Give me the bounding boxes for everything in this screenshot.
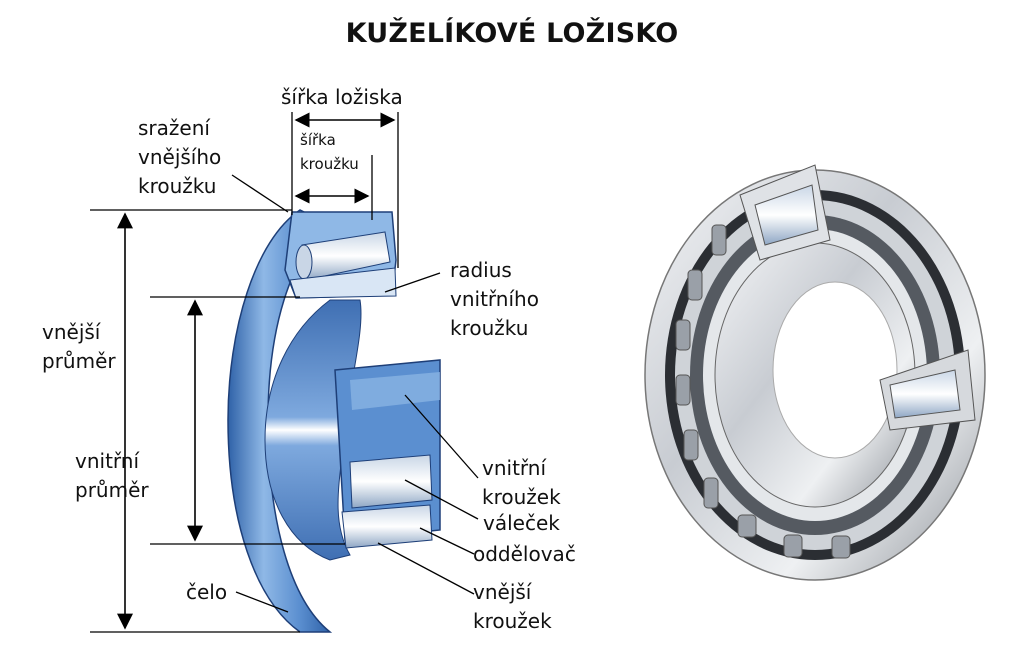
bearing-width-label: šířka ložiska (281, 85, 403, 109)
ring-width-label: šířka kroužku (300, 131, 359, 173)
outer-ring-chamfer-label: sražení vnějšího kroužku (138, 116, 222, 198)
inner-diameter-label: vnitřní průměr (75, 449, 149, 502)
diagram-title: KUŽELÍKOVÉ LOŽISKO (345, 18, 679, 49)
inner-ring-label: vnitřní kroužek (482, 456, 561, 509)
outer-ring-label: vnější kroužek (473, 580, 552, 633)
inner-ring-radius-label: radius vnitřního kroužku (450, 258, 539, 340)
roller-label: váleček (483, 511, 560, 535)
outer-ring-shape (227, 209, 333, 633)
outer-diameter-label: vnější průměr (42, 320, 116, 373)
cage-label: oddělovač (473, 542, 576, 566)
face-label: čelo (186, 580, 228, 604)
roller-shape (349, 454, 433, 509)
